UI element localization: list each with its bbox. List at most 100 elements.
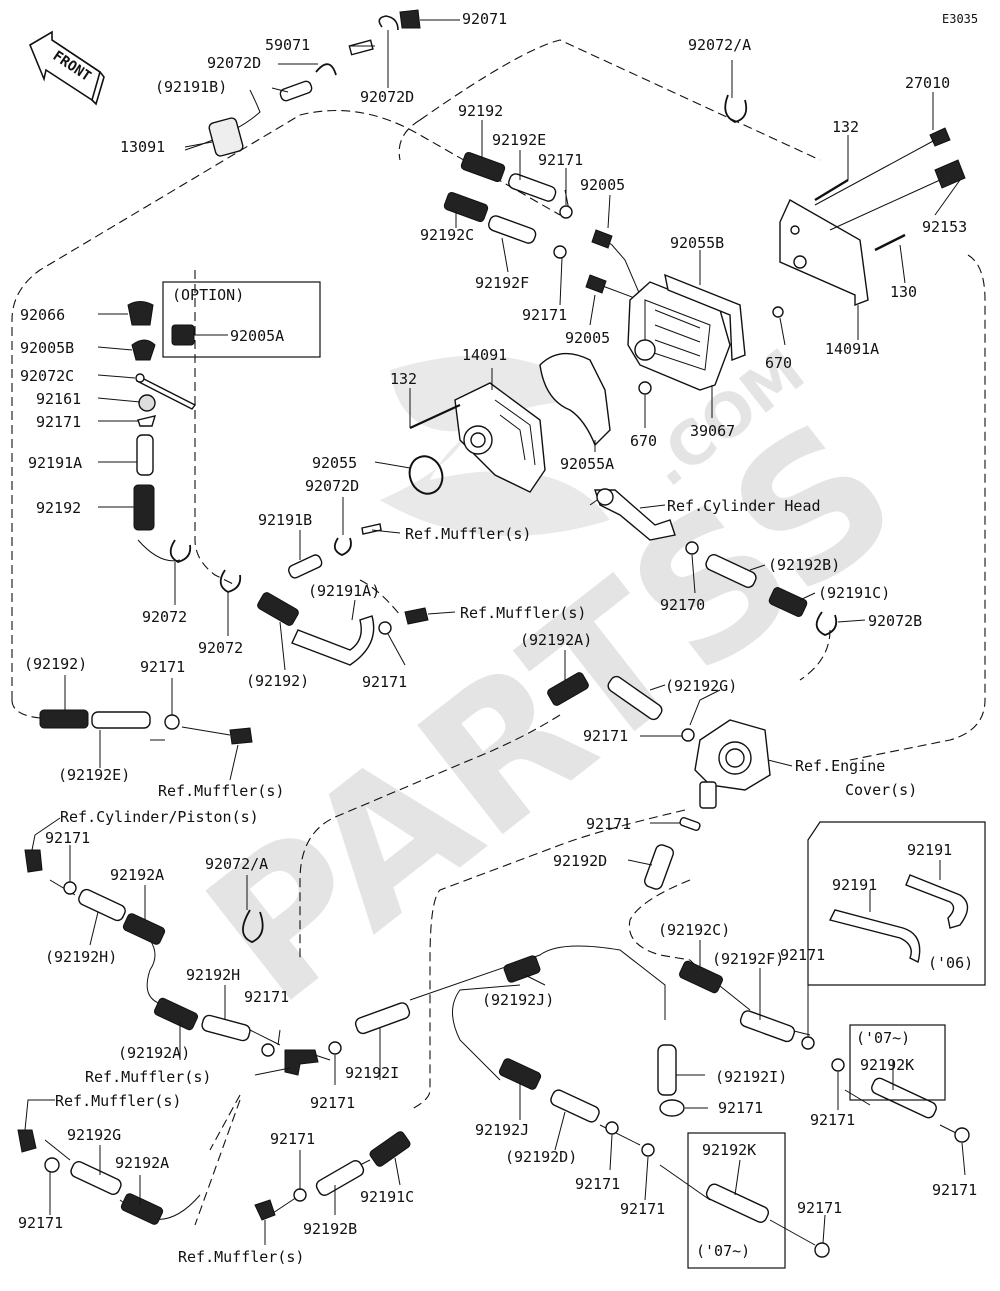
hose-92192D-p <box>550 1089 600 1123</box>
y06-box-label: ('06) <box>928 954 973 972</box>
label-92192-p: (92192) <box>246 672 309 690</box>
label-92171-r: 92171 <box>620 1200 665 1218</box>
clamp-92171-n <box>44 1157 60 1173</box>
label-92191A-p: (92191A) <box>308 582 380 600</box>
label-92192F-p: (92192F) <box>712 950 784 968</box>
y07b-box <box>849 1024 946 1101</box>
clip-92072D-top <box>378 15 399 31</box>
label-92072A-low: 92072/A <box>205 855 268 873</box>
label-92171-j: 92171 <box>244 988 289 1006</box>
label-92005-a: 92005 <box>580 176 625 194</box>
label-92192F: 92192F <box>475 274 529 292</box>
label-92192-left: 92192 <box>36 499 81 517</box>
label-14091A: 14091A <box>825 340 879 358</box>
label-92192J: 92192J <box>475 1121 529 1139</box>
label-92171-m: 92171 <box>810 1111 855 1129</box>
label-92171-f: 92171 <box>583 727 628 745</box>
nipple-muffler-6 <box>254 1199 276 1221</box>
label-92171-o: 92171 <box>575 1175 620 1193</box>
bolt-132-mid <box>409 404 461 429</box>
label-92192K-b: 92192K <box>702 1141 756 1159</box>
label-92055B: 92055B <box>670 234 724 252</box>
hose-92191A <box>136 434 154 476</box>
spring-92192J-p <box>503 955 541 983</box>
label-92171-h: 92171 <box>586 815 631 833</box>
nipple-muffler-2 <box>404 607 429 625</box>
hose-92192I-p <box>657 1044 677 1096</box>
clamp-92171-k <box>261 1043 275 1057</box>
option-box-label: (OPTION) <box>172 286 244 304</box>
hose-92192E-p <box>91 711 151 729</box>
clip-92072-b <box>219 569 242 593</box>
label-92191C: 92191C <box>360 1188 414 1206</box>
label-92066: 92066 <box>20 306 65 324</box>
ref-engine-cover-2: Cover(s) <box>845 781 917 799</box>
label-92192G: 92192G <box>67 1126 121 1144</box>
hose-92192E <box>508 173 557 202</box>
nipple-cyl-piston <box>24 849 43 873</box>
label-92171-b: 92171 <box>522 306 567 324</box>
y06-box <box>807 821 986 986</box>
label-92192A-p: (92192A) <box>520 631 592 649</box>
clamp-92171-i <box>801 1036 815 1050</box>
ref-cylinder-head: Ref.Cylinder Head <box>667 497 821 515</box>
label-92171-s: 92171 <box>797 1199 842 1217</box>
label-92171-k: 92171 <box>310 1094 355 1112</box>
label-92072-b: 92072 <box>198 639 243 657</box>
label-92192-p-left: (92192) <box>24 655 87 673</box>
hose-92191-b <box>905 874 969 929</box>
bolt-130 <box>874 233 906 252</box>
ref-engine-cover-1: Ref.Engine <box>795 757 885 775</box>
fitting-27010 <box>929 127 951 147</box>
label-92192B: 92192B <box>303 1220 357 1238</box>
parts <box>17 9 970 1258</box>
pin-92171-h <box>679 816 701 832</box>
clamp-92171-o <box>293 1188 307 1202</box>
cap-92005B <box>131 339 156 361</box>
label-92192D-p: (92192D) <box>505 1148 577 1166</box>
label-92192K-a: 92192K <box>860 1056 914 1074</box>
option-box <box>162 281 321 358</box>
cap-13091 <box>208 117 244 157</box>
hose-92192F <box>488 215 537 244</box>
label-92171-c: 92171 <box>36 413 81 431</box>
cover-14091A <box>779 199 869 307</box>
label-92192I-p: (92192I) <box>715 1068 787 1086</box>
ref-muffler-6: Ref.Muffler(s) <box>178 1248 304 1266</box>
clamp-92171-e <box>164 714 180 730</box>
spring-92192A-b <box>120 1193 164 1225</box>
diagram-code: E3035 <box>942 12 978 26</box>
spring-92192J <box>498 1058 542 1090</box>
ref-muffler-1: Ref.Muffler(s) <box>405 525 531 543</box>
label-92171-a: 92171 <box>538 151 583 169</box>
clamp-92171-b <box>553 245 567 259</box>
spring-92192C <box>443 191 489 223</box>
nipple-muffler-3 <box>229 727 253 745</box>
clip-92072A-low <box>242 909 264 943</box>
cover-14091 <box>454 382 546 493</box>
clamp-92171-f <box>681 728 695 742</box>
label-92161: 92161 <box>36 390 81 408</box>
label-92192G-p: (92192G) <box>665 677 737 695</box>
hose-92192I <box>354 1002 411 1035</box>
engine-cover-part <box>694 719 771 809</box>
hose-92191A-p <box>291 615 375 666</box>
spring-92192-p <box>257 592 299 626</box>
gasket-92055A <box>539 352 611 447</box>
label-92072A-top: 92072/A <box>688 36 751 54</box>
label-92192H: 92192H <box>186 966 240 984</box>
gasket-92055B <box>664 273 746 362</box>
clamp-92170 <box>685 541 699 555</box>
label-92192A-pb: (92192A) <box>118 1044 190 1062</box>
hose-92192F-p <box>739 1010 796 1043</box>
spring-92192C-p <box>678 960 724 994</box>
label-92005B: 92005B <box>20 339 74 357</box>
bolt-132-top <box>814 178 849 202</box>
plug-92005A <box>171 324 195 346</box>
label-27010: 27010 <box>905 74 950 92</box>
clip-92072B <box>815 611 838 636</box>
label-92072C: 92072C <box>20 367 74 385</box>
spring-92192A-p <box>547 672 589 706</box>
nipple-92005-b <box>585 274 607 294</box>
label-92192E: 92192E <box>492 131 546 149</box>
